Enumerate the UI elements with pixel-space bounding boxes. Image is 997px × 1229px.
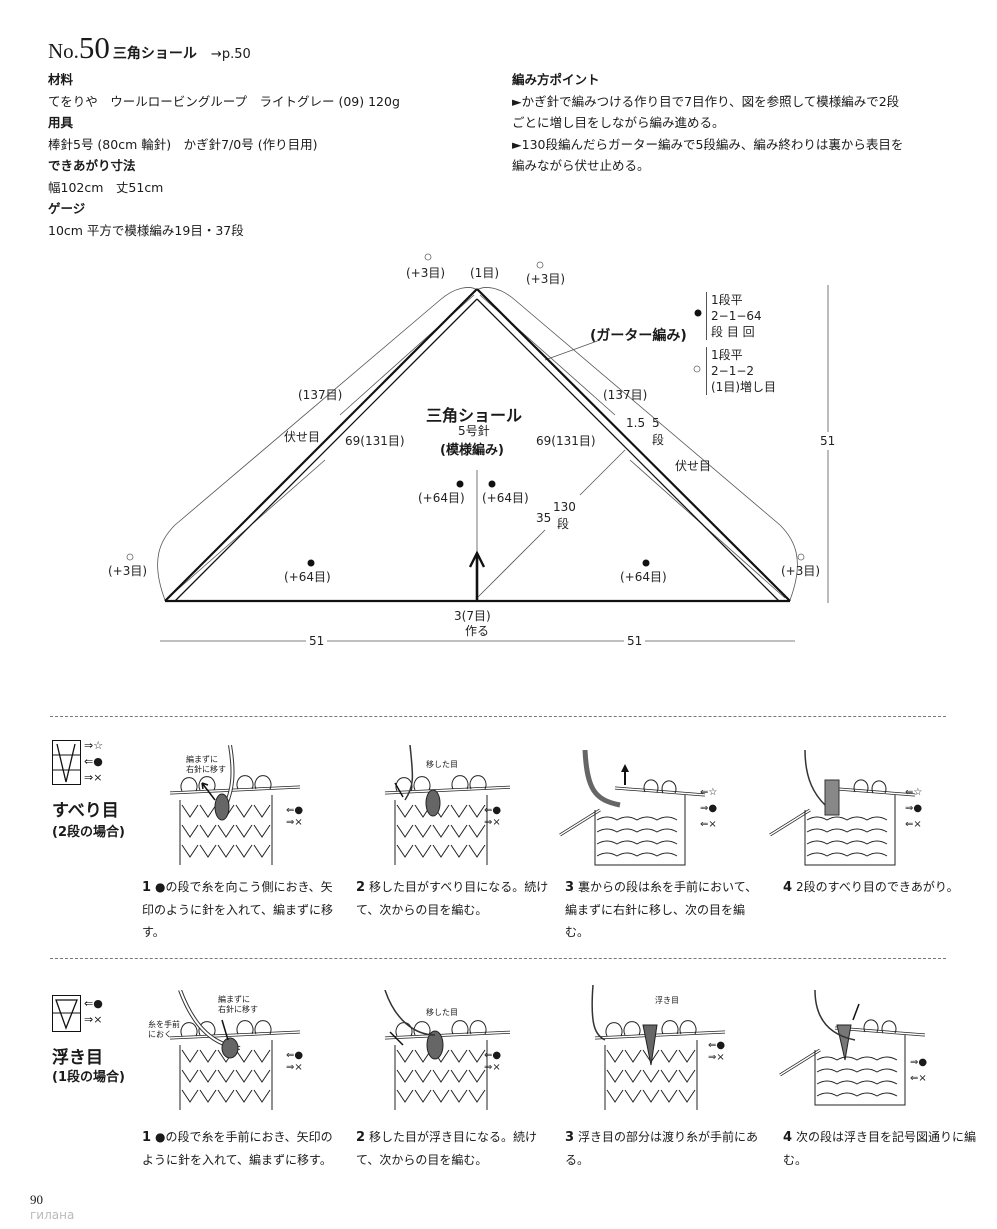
- float-step4-illustration: [778, 990, 925, 1107]
- slip-step4-illustration: [768, 750, 917, 867]
- slip-step1-illustration: [168, 745, 302, 867]
- knitting-points: 編み方ポイント ►かぎ針で編みつける作り目で7目作り、図を参照して模様編みで2段…: [512, 72, 904, 173]
- garter-label: (ガーター編み): [590, 328, 687, 344]
- divider: [50, 958, 946, 959]
- slip-step-1: 1●の段で糸を向こう側におき、矢印のように針を入れて、編まずに移す。: [142, 880, 334, 939]
- watermark: гилана: [30, 1208, 75, 1222]
- slip-step2-illustration: [383, 745, 510, 867]
- page-reference: →p.50: [210, 47, 251, 62]
- float-step3-illustration: [591, 985, 725, 1112]
- materials-info: 材料 てをりや ウールロービングループ ライトグレー (09) 120g 用具 …: [48, 72, 400, 238]
- slip-step3-illustration: [558, 750, 707, 867]
- piece-name: 三角ショール: [426, 406, 523, 425]
- divider: [50, 716, 946, 717]
- float-step1-illustration: [168, 990, 302, 1112]
- float-stitch-symbol: [52, 995, 81, 1032]
- legend-open: 1段平 2−1−2 (1目)増し目: [706, 347, 776, 395]
- page-number: 90: [30, 1192, 43, 1207]
- legend-filled: 1段平 2−1−64 段 目 回: [706, 292, 762, 340]
- slip-stitch-symbol: [52, 740, 81, 785]
- float-step2-illustration: [383, 990, 510, 1112]
- float-step-1: 1●の段で糸を手前におき、矢印のように針を入れて、編まずに移す。: [142, 1130, 333, 1167]
- shawl-diagram: [126, 253, 829, 642]
